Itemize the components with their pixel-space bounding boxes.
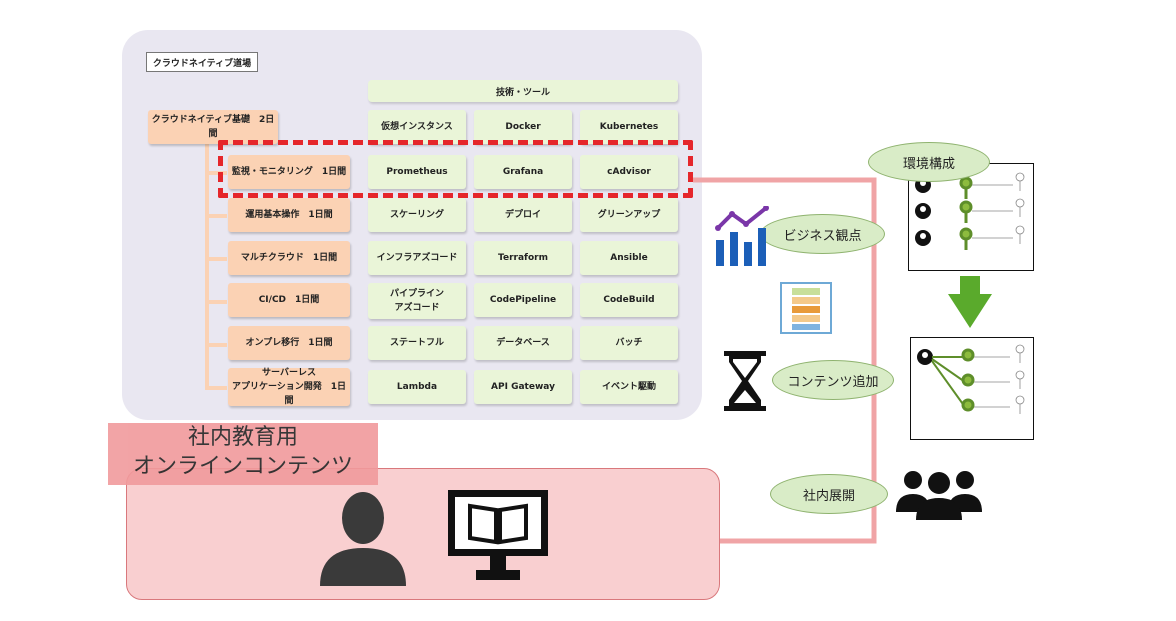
tree-connector-branch: [205, 257, 227, 261]
tech-tools-header: 技術・ツール: [368, 80, 678, 102]
hourglass-icon: [724, 351, 766, 411]
category-cloud-native-basics: クラウドネイティブ基礎 2日間: [148, 110, 278, 144]
tree-connector-branch: [205, 343, 227, 347]
category-multicloud: マルチクラウド 1日間: [228, 241, 350, 275]
tool-cell: Terraform: [474, 241, 572, 275]
tool-cell: Grafana: [474, 155, 572, 189]
tool-cell: CodePipeline: [474, 283, 572, 317]
online-content-area: [126, 468, 720, 600]
group-icon: [896, 471, 982, 520]
tree-connector-vertical: [205, 143, 209, 389]
tool-cell: バッチ: [580, 326, 678, 360]
tree-connector-branch: [205, 386, 227, 390]
tool-cell: Docker: [474, 110, 572, 144]
tool-cell: データベース: [474, 326, 572, 360]
dojo-label: クラウドネイティブ道場: [146, 52, 258, 72]
tool-cell: スケーリング: [368, 198, 466, 232]
online-label-line1: 社内教育用: [187, 425, 298, 450]
tool-cell: デプロイ: [474, 198, 572, 232]
key-diagram-icon: [917, 344, 1025, 414]
table-icon: [780, 282, 832, 334]
chart-icon: [715, 206, 769, 266]
tree-connector-branch: [205, 214, 227, 218]
tool-cell: API Gateway: [474, 370, 572, 404]
bubble-internal-deploy: 社内展開: [770, 474, 888, 514]
category-onprem-migration: オンプレ移行 1日間: [228, 326, 350, 360]
tool-cell: Lambda: [368, 370, 466, 404]
tool-cell: 仮想インスタンス: [368, 110, 466, 144]
tree-connector-branch: [205, 171, 227, 175]
bubble-business: ビジネス観点: [760, 214, 885, 254]
tree-connector-branch: [205, 300, 227, 304]
ebook-monitor-icon: [448, 490, 548, 580]
tool-cell: Kubernetes: [580, 110, 678, 144]
tool-cell: CodeBuild: [580, 283, 678, 317]
tool-cell: ステートフル: [368, 326, 466, 360]
highlight-dashed-frame: [218, 140, 693, 198]
tool-cell: グリーンアップ: [580, 198, 678, 232]
bubble-environment: 環境構成: [868, 142, 990, 182]
category-serverless: サーバーレス アプリケーション開発 1日間: [228, 368, 350, 406]
category-operations: 運用基本操作 1日間: [228, 198, 350, 232]
tool-cell: Prometheus: [368, 155, 466, 189]
online-label-line2: オンラインコンテンツ: [132, 454, 353, 479]
tool-cell: cAdvisor: [580, 155, 678, 189]
bubble-content-add: コンテンツ追加: [772, 360, 894, 400]
online-content-label: 社内教育用 オンラインコンテンツ: [108, 423, 378, 485]
tool-cell: インフラアズコード: [368, 241, 466, 275]
tool-cell: パイプライン アズコード: [368, 283, 466, 319]
tool-cell: イベント駆動: [580, 370, 678, 404]
tool-cell: Ansible: [580, 241, 678, 275]
category-cicd: CI/CD 1日間: [228, 283, 350, 317]
category-monitoring: 監視・モニタリング 1日間: [228, 155, 350, 189]
user-icon: [320, 492, 406, 586]
